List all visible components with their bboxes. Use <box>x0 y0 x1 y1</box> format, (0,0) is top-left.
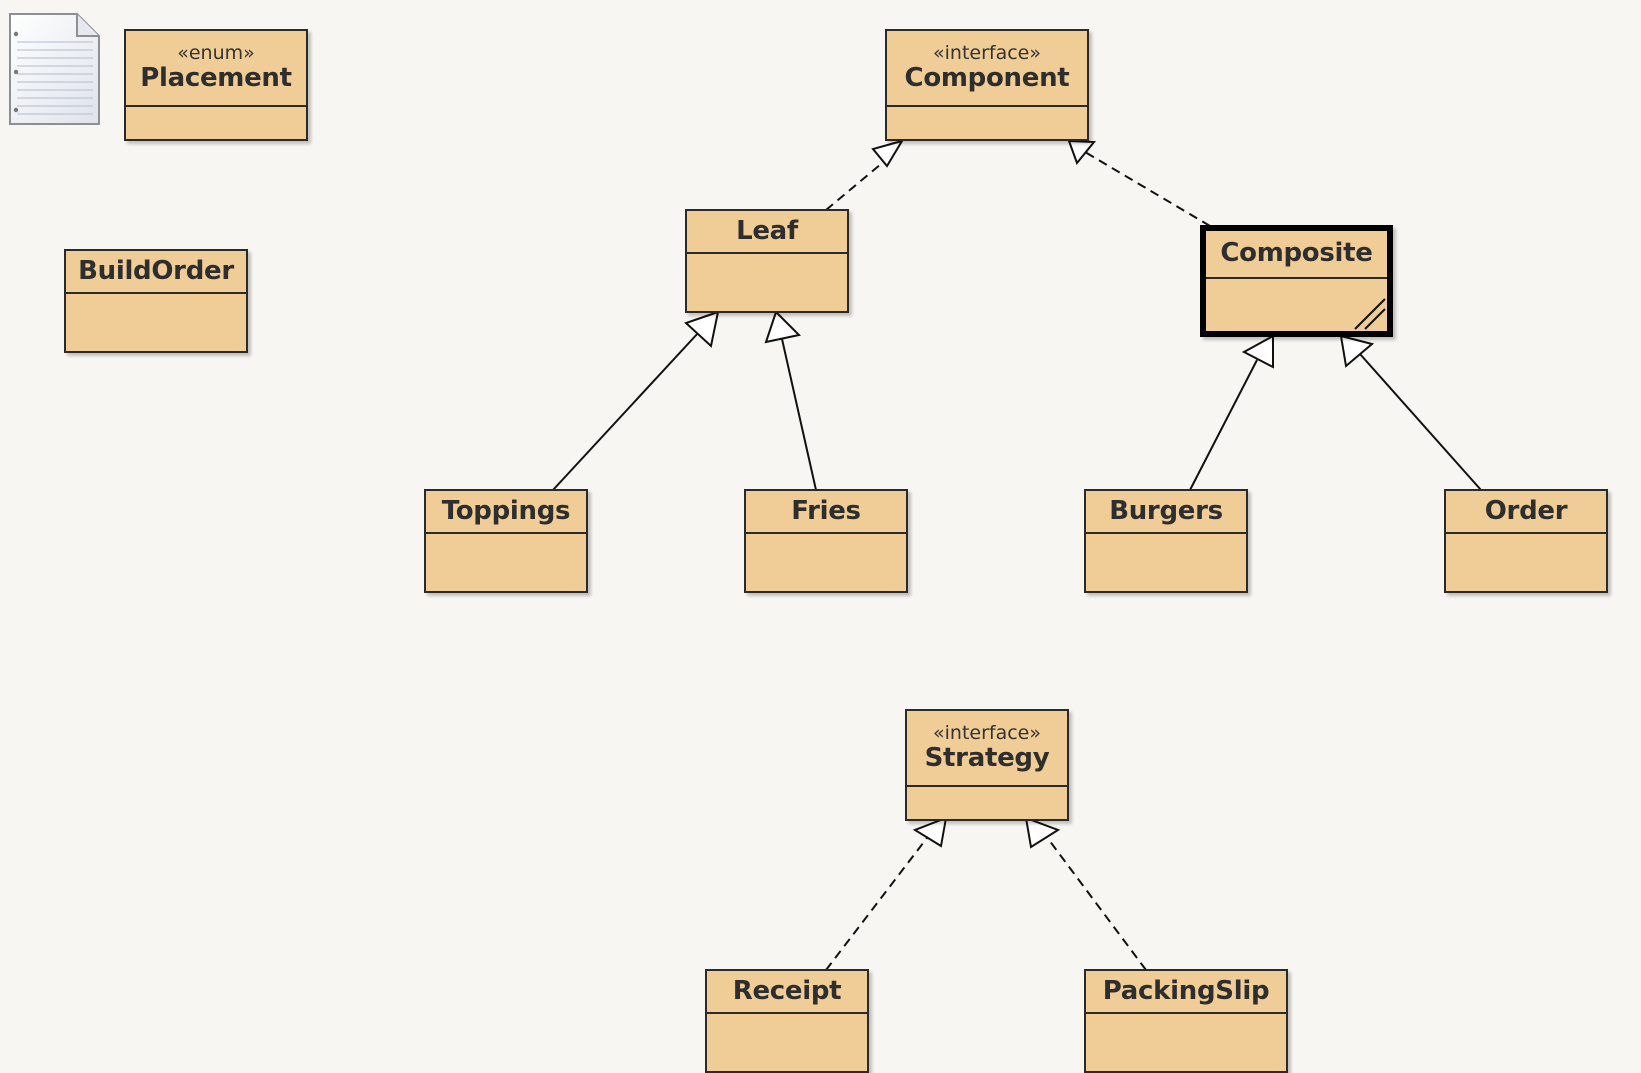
class-name: Component <box>904 62 1070 93</box>
relation-leaf-component[interactable] <box>825 158 888 211</box>
hollow-triangle-arrowhead <box>684 310 720 348</box>
class-name: Receipt <box>732 975 842 1006</box>
class-name: Leaf <box>736 215 798 246</box>
class-box-buildorder[interactable]: BuildOrder <box>64 249 248 353</box>
class-box-receipt[interactable]: Receipt <box>705 969 869 1073</box>
class-header: PackingSlip <box>1086 971 1286 1014</box>
relation-burgers-composite[interactable] <box>1189 359 1258 491</box>
relations-layer <box>552 139 1482 971</box>
class-header: «interface» Strategy <box>907 711 1067 787</box>
class-box-fries[interactable]: Fries <box>744 489 908 593</box>
relation-composite-component[interactable] <box>1084 151 1211 227</box>
class-header: BuildOrder <box>66 251 246 294</box>
class-box-component[interactable]: «interface» Component <box>885 29 1089 141</box>
relation-receipt-strategy[interactable] <box>825 833 931 971</box>
class-box-strategy[interactable]: «interface» Strategy <box>905 709 1069 821</box>
class-header: Receipt <box>707 971 867 1014</box>
relation-packingslip-strategy[interactable] <box>1045 835 1147 971</box>
class-name: BuildOrder <box>78 255 234 286</box>
class-box-burgers[interactable]: Burgers <box>1084 489 1248 593</box>
note-icon[interactable] <box>7 12 103 130</box>
class-box-leaf[interactable]: Leaf <box>685 209 849 313</box>
class-name: PackingSlip <box>1102 975 1270 1006</box>
class-box-placement[interactable]: «enum» Placement <box>124 29 308 141</box>
class-stereotype: «interface» <box>933 721 1041 744</box>
class-box-toppings[interactable]: Toppings <box>424 489 588 593</box>
resize-grip-icon[interactable] <box>1351 295 1387 331</box>
class-header: Leaf <box>687 211 847 254</box>
hollow-triangle-arrowhead <box>1067 139 1097 166</box>
relation-order-composite[interactable] <box>1359 353 1482 491</box>
class-box-order[interactable]: Order <box>1444 489 1608 593</box>
class-header: Fries <box>746 491 906 534</box>
class-box-composite[interactable]: Composite <box>1200 225 1393 337</box>
hollow-triangle-arrowhead <box>1339 334 1375 368</box>
class-name: Fries <box>791 495 861 526</box>
class-name: Toppings <box>441 495 571 526</box>
class-name: Burgers <box>1109 495 1223 526</box>
hollow-triangle-arrowhead <box>871 139 905 168</box>
class-name: Strategy <box>924 742 1050 773</box>
class-header: Toppings <box>426 491 586 534</box>
hollow-triangle-arrowhead <box>1241 334 1274 369</box>
class-box-packingslip[interactable]: PackingSlip <box>1084 969 1288 1073</box>
class-header: Order <box>1446 491 1606 534</box>
hollow-triangle-arrowhead <box>1024 816 1061 849</box>
class-header: «enum» Placement <box>126 31 306 107</box>
class-name: Composite <box>1220 238 1373 269</box>
class-name: Placement <box>140 62 292 93</box>
class-stereotype: «enum» <box>177 41 255 64</box>
relation-toppings-leaf[interactable] <box>552 331 700 491</box>
class-header: Burgers <box>1086 491 1246 534</box>
hollow-triangle-arrowhead <box>764 310 802 344</box>
class-header: Composite <box>1206 231 1387 279</box>
relation-fries-leaf[interactable] <box>781 338 817 491</box>
hollow-triangle-arrowhead <box>912 816 948 848</box>
class-stereotype: «interface» <box>933 41 1041 64</box>
class-name: Order <box>1484 495 1568 526</box>
class-header: «interface» Component <box>887 31 1087 107</box>
